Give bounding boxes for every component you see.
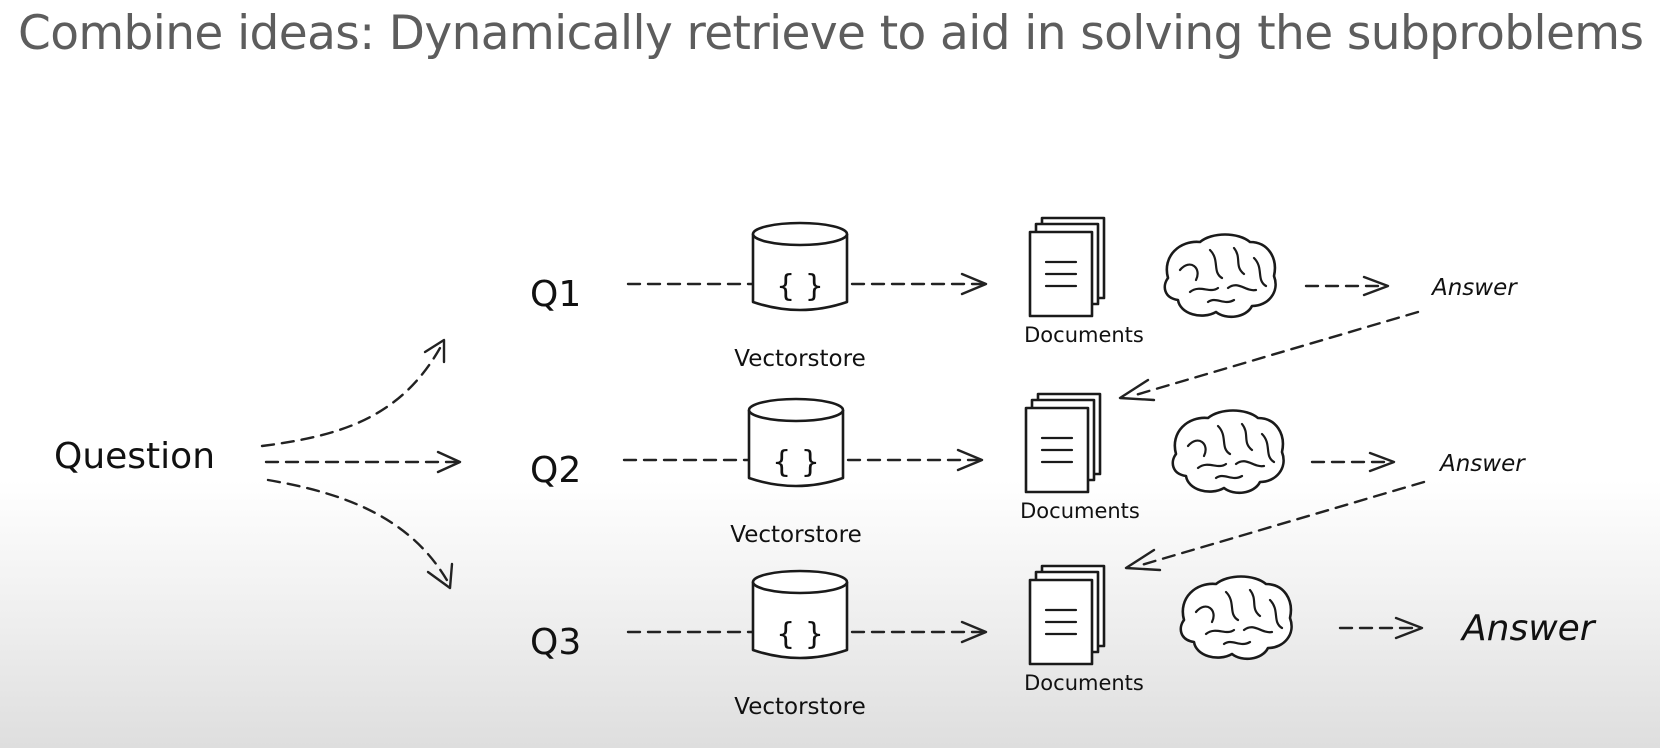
database-icon xyxy=(747,397,845,488)
arrowhead-question-to-q3 xyxy=(426,562,454,590)
query-label-q2: Q2 xyxy=(530,450,581,491)
fanout-arrows xyxy=(260,338,462,590)
row-q2: Q2 { } Vectorstore Documents Answer xyxy=(530,392,1526,548)
query-label-q3: Q3 xyxy=(530,622,581,663)
brain-icon xyxy=(1163,233,1277,319)
documents-icon xyxy=(1028,564,1106,666)
arrowhead-brain-to-answer-q3 xyxy=(1394,616,1424,640)
arrowhead-brain-to-answer-q1 xyxy=(1362,275,1390,297)
arrowhead-vectorstore-to-documents-q3 xyxy=(960,620,988,644)
documents-icon xyxy=(1028,216,1106,318)
arrowhead-vectorstore-to-documents-q2 xyxy=(956,448,984,472)
arrow-question-to-q1 xyxy=(260,346,442,448)
documents-label: Documents xyxy=(1024,671,1144,695)
arrow-answer1-to-documents2 xyxy=(1130,310,1420,398)
query-label-q1: Q1 xyxy=(530,274,581,315)
documents-label: Documents xyxy=(1020,499,1140,523)
arrowhead-question-to-q2 xyxy=(436,450,462,474)
slide-title: Combine ideas: Dynamically retrieve to a… xyxy=(18,6,1644,61)
arrowhead-answer1-to-documents2 xyxy=(1118,378,1156,402)
vectorstore-label: Vectorstore xyxy=(734,694,865,720)
vectorstore-q2: { } Vectorstore xyxy=(730,397,862,548)
brain-icon xyxy=(1171,409,1285,495)
arrowhead-vectorstore-to-documents-q1 xyxy=(960,272,988,296)
vectorstore-glyph: { } xyxy=(776,617,824,652)
vectorstore-glyph: { } xyxy=(776,269,824,304)
arrowhead-answer2-to-documents3 xyxy=(1124,548,1162,572)
vectorstore-glyph: { } xyxy=(772,445,820,480)
arrow-answer2-to-documents3 xyxy=(1136,480,1426,568)
answer-label-q2: Answer xyxy=(1438,451,1526,477)
answer-label-q1: Answer xyxy=(1430,275,1518,301)
vectorstore-q3: { } Vectorstore xyxy=(734,569,866,720)
vectorstore-label: Vectorstore xyxy=(734,346,865,372)
vectorstore-label: Vectorstore xyxy=(730,522,861,548)
row-q3: Q3 { } Vectorstore Documents Answer xyxy=(530,564,1597,720)
feedback-arrows xyxy=(1118,310,1426,572)
arrowhead-brain-to-answer-q2 xyxy=(1368,451,1396,473)
database-icon xyxy=(751,569,849,660)
vectorstore-q1: { } Vectorstore xyxy=(734,221,866,372)
documents-label: Documents xyxy=(1024,323,1144,347)
documents-icon xyxy=(1024,392,1102,494)
question-node: Question xyxy=(54,436,215,477)
answer-label-q3: Answer xyxy=(1460,608,1597,649)
brain-icon xyxy=(1179,575,1293,661)
database-icon xyxy=(751,221,849,312)
arrowhead-question-to-q1 xyxy=(423,338,446,364)
row-q1: Q1 { } Vectorstore Documents Answer xyxy=(530,216,1518,372)
arrow-question-to-q3 xyxy=(266,478,450,584)
